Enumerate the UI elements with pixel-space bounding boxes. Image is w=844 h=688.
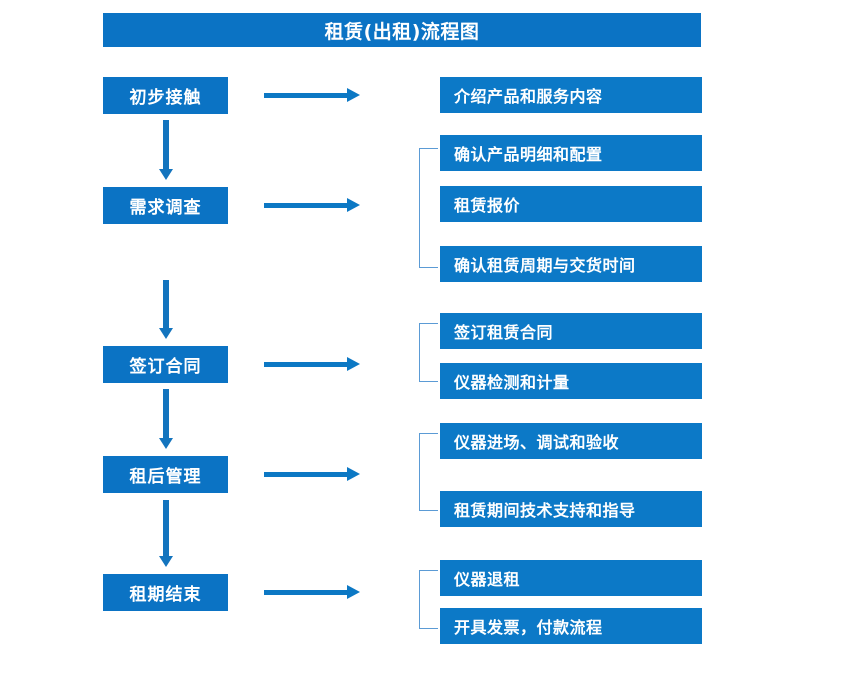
page-title: 租赁(出租)流程图 <box>103 13 701 47</box>
arrow-shaft <box>163 389 169 439</box>
arrow-right-icon <box>264 198 360 212</box>
detail-instrument-return[interactable]: 仪器退租 <box>440 560 702 596</box>
arrow-shaft <box>163 280 169 329</box>
stage-post-rental[interactable]: 租后管理 <box>103 456 228 493</box>
arrow-head <box>159 556 173 567</box>
arrow-down-icon <box>159 280 173 339</box>
stage-needs-survey[interactable]: 需求调查 <box>103 187 228 224</box>
arrow-shaft <box>264 472 348 477</box>
bracket-sign-contract-group <box>419 323 438 382</box>
arrow-down-icon <box>159 120 173 180</box>
detail-confirm-period[interactable]: 确认租赁周期与交货时间 <box>440 246 702 282</box>
arrow-right-icon <box>264 88 360 102</box>
bracket-needs-survey-group <box>419 148 438 268</box>
arrow-shaft <box>264 362 348 367</box>
arrow-head <box>159 169 173 180</box>
arrow-head <box>347 88 360 102</box>
detail-confirm-spec[interactable]: 确认产品明细和配置 <box>440 135 702 171</box>
detail-introduce-products[interactable]: 介绍产品和服务内容 <box>440 77 702 113</box>
arrow-right-icon <box>264 467 360 481</box>
arrow-right-icon <box>264 357 360 371</box>
detail-rental-quote[interactable]: 租赁报价 <box>440 186 702 222</box>
stage-lease-end[interactable]: 租期结束 <box>103 574 228 611</box>
stage-sign-contract[interactable]: 签订合同 <box>103 346 228 383</box>
arrow-shaft <box>163 120 169 170</box>
arrow-down-icon <box>159 500 173 567</box>
arrow-right-icon <box>264 585 360 599</box>
arrow-head <box>159 438 173 449</box>
arrow-head <box>347 198 360 212</box>
detail-invoice-payment[interactable]: 开具发票，付款流程 <box>440 608 702 644</box>
detail-instrument-test[interactable]: 仪器检测和计量 <box>440 363 702 399</box>
arrow-head <box>347 357 360 371</box>
detail-tech-support[interactable]: 租赁期间技术支持和指导 <box>440 491 702 527</box>
arrow-head <box>347 585 360 599</box>
arrow-shaft <box>264 203 348 208</box>
arrow-head <box>347 467 360 481</box>
arrow-shaft <box>264 93 348 98</box>
detail-sign-lease[interactable]: 签订租赁合同 <box>440 313 702 349</box>
detail-instrument-entry[interactable]: 仪器进场、调试和验收 <box>440 423 702 459</box>
arrow-shaft <box>163 500 169 557</box>
bracket-post-rental-group <box>419 433 438 511</box>
bracket-lease-end-group <box>419 570 438 629</box>
arrow-down-icon <box>159 389 173 449</box>
arrow-shaft <box>264 590 348 595</box>
arrow-head <box>159 328 173 339</box>
stage-initial-contact[interactable]: 初步接触 <box>103 77 228 114</box>
